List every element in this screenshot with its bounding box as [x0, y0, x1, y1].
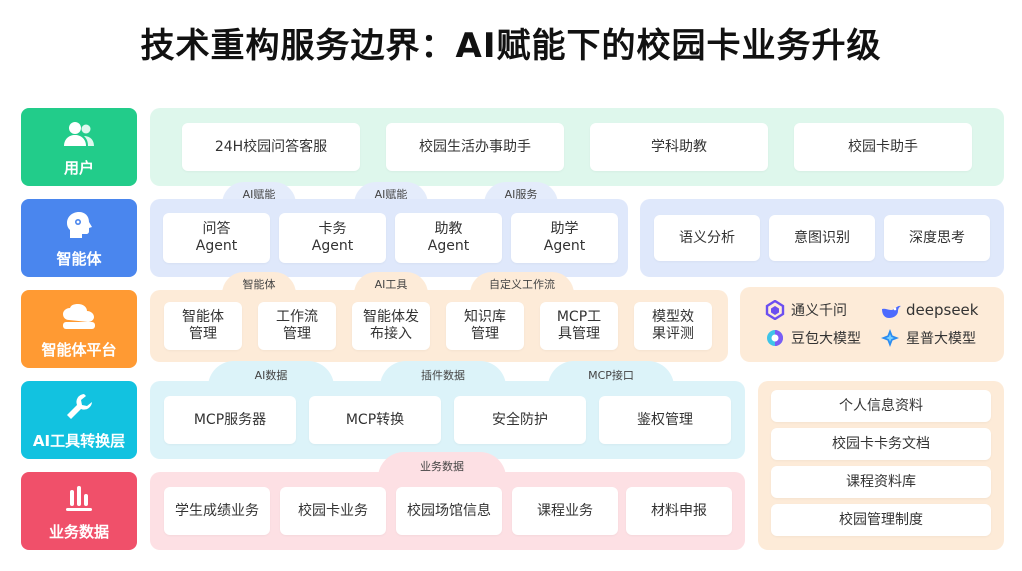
capability-box: 深度思考 — [884, 215, 990, 261]
knowledge-box: 个人信息资料 — [771, 390, 991, 422]
connector-label: AI赋能 — [354, 182, 428, 204]
capability-box: 意图识别 — [769, 215, 875, 261]
ai-head-icon — [59, 208, 99, 242]
connector-label: AI工具 — [354, 272, 428, 294]
layer-tool: AI工具转换层 — [21, 381, 137, 459]
user-service-box: 校园生活办事助手 — [386, 123, 564, 171]
agent-box: 助教 Agent — [395, 213, 502, 263]
tool-box: MCP服务器 — [164, 396, 296, 444]
layer-agent: 智能体 — [21, 199, 137, 277]
layer-data: 业务数据 — [21, 472, 137, 550]
platform-box: 模型效 果评测 — [634, 302, 712, 350]
layer-label: 业务数据 — [48, 522, 109, 541]
xingpu-icon — [880, 328, 900, 348]
layer-label: 用户 — [63, 158, 94, 177]
connector-label: AI服务 — [484, 182, 558, 204]
cloud-platform-icon — [59, 299, 99, 333]
data-box: 材料申报 — [626, 487, 732, 535]
layer-user: 用户 — [21, 108, 137, 186]
knowledge-box: 校园管理制度 — [771, 504, 991, 536]
tool-box: 鉴权管理 — [599, 396, 731, 444]
connector-label: 智能体 — [222, 272, 296, 294]
knowledge-box: 校园卡卡务文档 — [771, 428, 991, 460]
agent-box: 卡务 Agent — [279, 213, 386, 263]
platform-box: MCP工 具管理 — [540, 302, 618, 350]
data-box: 校园卡业务 — [280, 487, 386, 535]
wrench-icon — [59, 390, 99, 424]
capability-box: 语义分析 — [654, 215, 760, 261]
model-item: 豆包大模型 — [765, 328, 861, 348]
connector-label: AI赋能 — [222, 182, 296, 204]
data-box: 校园场馆信息 — [396, 487, 502, 535]
agent-box: 助学 Agent — [511, 213, 618, 263]
platform-panel — [150, 290, 728, 362]
agent-box: 问答 Agent — [163, 213, 270, 263]
bar-chart-icon — [59, 481, 99, 515]
user-service-box: 校园卡助手 — [794, 123, 972, 171]
page-title: 技术重构服务边界：AI赋能下的校园卡业务升级 — [140, 26, 882, 66]
layer-label: 智能体 — [56, 249, 102, 268]
model-item: 星普大模型 — [880, 328, 976, 348]
model-item: 通义千问 — [765, 299, 847, 321]
data-box: 课程业务 — [512, 487, 618, 535]
users-icon — [59, 117, 99, 151]
layer-platform: 智能体平台 — [21, 290, 137, 368]
models-panel — [740, 287, 1004, 362]
doubao-icon — [765, 328, 785, 348]
model-item: deepseek — [880, 300, 978, 320]
connector-label: 自定义工作流 — [470, 272, 574, 294]
platform-box: 工作流 管理 — [258, 302, 336, 350]
platform-box: 智能体发 布接入 — [352, 302, 430, 350]
platform-box: 智能体 管理 — [164, 302, 242, 350]
tool-box: 安全防护 — [454, 396, 586, 444]
data-box: 学生成绩业务 — [164, 487, 270, 535]
user-service-box: 学科助教 — [590, 123, 768, 171]
layer-label: 智能体平台 — [41, 340, 117, 359]
tool-box: MCP转换 — [309, 396, 441, 444]
user-service-box: 24H校园问答客服 — [182, 123, 360, 171]
tongyi-icon — [765, 299, 785, 321]
platform-box: 知识库 管理 — [446, 302, 524, 350]
deepseek-icon — [880, 300, 901, 320]
layer-label: AI工具转换层 — [32, 431, 126, 450]
knowledge-box: 课程资料库 — [771, 466, 991, 498]
